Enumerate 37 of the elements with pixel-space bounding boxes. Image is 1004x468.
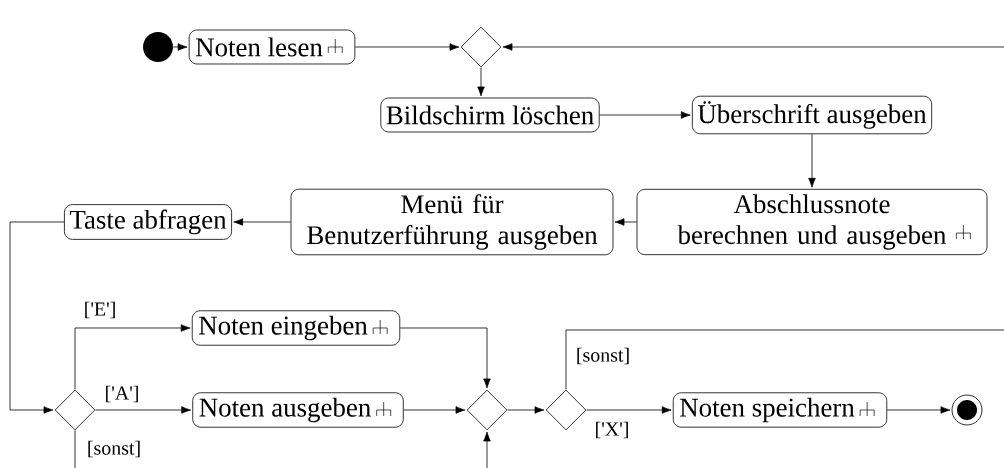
arrow xyxy=(886,406,951,414)
action-box: Noten eingeben xyxy=(191,310,401,346)
action-box: Taste abfragen xyxy=(64,204,232,240)
action-box: Noten lesen xyxy=(188,29,356,65)
arrow xyxy=(614,218,637,226)
arrow xyxy=(477,67,485,97)
decision-diamond xyxy=(466,389,508,431)
end-node xyxy=(951,394,983,426)
arrow xyxy=(599,111,691,119)
action-box: Überschrift ausgeben xyxy=(691,95,933,135)
arrow xyxy=(502,43,1004,390)
arrow xyxy=(74,324,191,390)
edge-label: [sonst] xyxy=(85,439,143,459)
action-box: Noten speichern xyxy=(672,392,888,428)
start-node xyxy=(143,32,173,62)
arrow xyxy=(586,406,672,414)
arrow xyxy=(808,133,816,188)
edge-label: ['A'] xyxy=(103,384,141,404)
action-box: Abschlussnote berechnen und ausgeben xyxy=(636,188,988,256)
arrow xyxy=(354,43,460,51)
edge-label: ['X'] xyxy=(593,420,631,440)
arrow xyxy=(95,406,192,414)
decision-diamond xyxy=(545,389,587,431)
arrow xyxy=(74,430,491,468)
arrow xyxy=(399,327,491,389)
arrow xyxy=(9,221,65,414)
decision-diamond xyxy=(460,26,502,68)
arrow xyxy=(403,406,466,414)
edge-label: ['E'] xyxy=(82,300,118,320)
action-box: Bildschirm löschen xyxy=(380,97,600,133)
action-box: Menü für Benutzerführung ausgeben xyxy=(290,188,614,256)
arrow xyxy=(173,43,188,51)
edge-label: [sonst] xyxy=(574,346,632,366)
arrow xyxy=(233,218,291,226)
action-box: Noten ausgeben xyxy=(192,392,404,428)
arrow xyxy=(507,406,545,414)
decision-diamond xyxy=(54,389,96,431)
